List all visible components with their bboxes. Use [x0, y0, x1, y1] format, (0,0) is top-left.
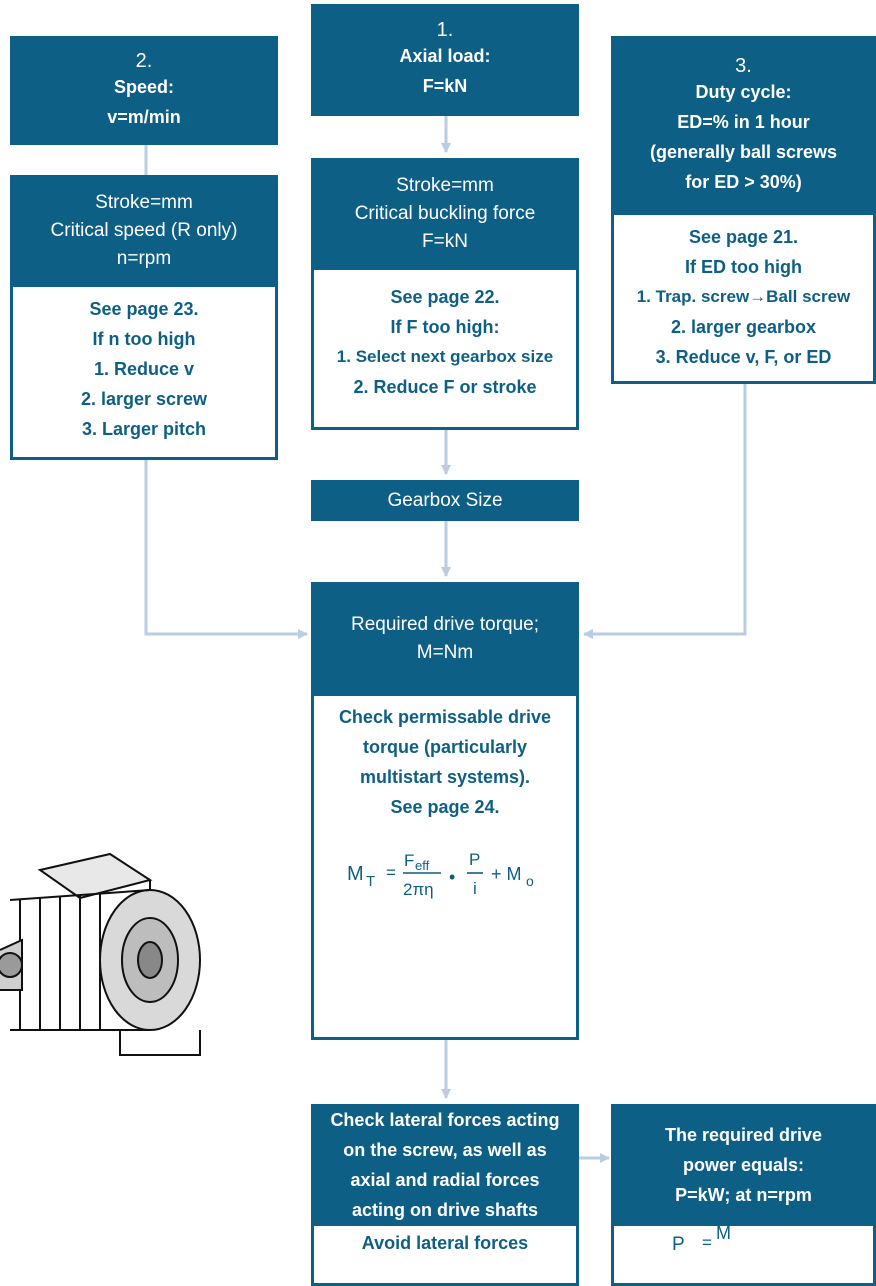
speed-box: 2. Speed: v=m/min — [10, 36, 278, 145]
formula-m: M — [347, 863, 364, 885]
axial-load-title: Axial load: — [399, 46, 491, 66]
duty-cycle-box: 3. Duty cycle: ED=% in 1 hour (generally… — [611, 36, 876, 215]
buckling-check-line: If F too high: — [390, 317, 500, 337]
arrow-duty-to-torque — [583, 384, 747, 639]
speed-value: v=m/min — [107, 106, 181, 127]
step-1-number: 1. — [436, 19, 454, 41]
duty-check-line: If ED too high — [685, 257, 802, 277]
power-formula-box: P = M — [611, 1226, 876, 1286]
axial-load-box: 1. Axial load: F=kN — [311, 4, 579, 116]
duty-cycle-line: ED=% in 1 hour — [677, 111, 810, 132]
formula-dot: • — [449, 867, 455, 887]
buckling-box: Stroke=mm Critical buckling force F=kN — [311, 158, 579, 270]
lateral-line: axial and radial forces — [350, 1170, 540, 1190]
step-2-number: 2. — [135, 49, 153, 72]
power-line: P=kW; at n=rpm — [675, 1185, 812, 1205]
lateral-line: Check lateral forces acting — [330, 1110, 560, 1130]
gearbox-size-box: Gearbox Size — [311, 480, 579, 521]
drive-torque-box: Required drive torque; M=Nm — [311, 582, 579, 696]
critical-check-line: See page 23. — [89, 299, 199, 319]
critical-check-line: 1. Reduce v — [93, 359, 195, 379]
power-formula-p: P — [672, 1234, 685, 1255]
critical-check-line: If n too high — [92, 329, 196, 349]
torque-line: Required drive torque; — [351, 614, 539, 635]
formula-p: P — [469, 850, 480, 869]
buckling-check-line: 2. Reduce F or stroke — [353, 377, 537, 397]
lateral-advice-box: Avoid lateral forces — [311, 1226, 579, 1286]
lateral-forces-box: Check lateral forces acting on the screw… — [311, 1104, 579, 1226]
critical-speed-line: Critical speed (R only) — [50, 220, 238, 241]
buckling-check-line: 1. Select next gearbox size — [336, 347, 554, 366]
formula-o-sub: o — [526, 873, 534, 889]
formula-2pi: 2πη — [403, 880, 434, 899]
duty-check-line: 1. Trap. screw→Ball screw — [636, 287, 851, 306]
torque-check-line: torque (particularly — [362, 737, 528, 757]
torque-check-line: See page 24. — [390, 797, 500, 817]
duty-check-line: See page 21. — [688, 227, 799, 247]
lateral-line: on the screw, as well as — [343, 1140, 547, 1160]
duty-check-line: 2. larger gearbox — [670, 317, 817, 337]
power-formula-eq: = — [702, 1233, 712, 1252]
formula-i: i — [473, 879, 477, 898]
formula-t-sub: T — [366, 873, 375, 890]
duty-cycle-line: for ED > 30%) — [685, 171, 802, 192]
buckling-check-line: See page 22. — [390, 287, 500, 307]
drive-power-box: The required drive power equals: P=kW; a… — [611, 1104, 876, 1226]
critical-speed-line: n=rpm — [116, 248, 172, 269]
lateral-advice-line: Avoid lateral forces — [361, 1233, 529, 1253]
torque-check-box: Check permissable drive torque (particul… — [311, 696, 579, 1040]
critical-check-line: 2. larger screw — [80, 389, 208, 409]
formula-f: F — [404, 851, 414, 870]
speed-title: Speed: — [113, 76, 174, 97]
torque-check-line: multistart systems). — [359, 767, 531, 787]
power-formula-m: M — [716, 1226, 731, 1243]
formula-eff: eff — [415, 858, 430, 873]
axial-load-value: F=kN — [422, 76, 468, 96]
motor-illustration — [0, 852, 201, 1056]
buckling-line: Stroke=mm — [396, 175, 494, 196]
duty-cycle-check-box: See page 21. If ED too high 1. Trap. scr… — [611, 215, 876, 384]
duty-check-line: 3. Reduce v, F, or ED — [655, 347, 832, 367]
critical-speed-check-box: See page 23. If n too high 1. Reduce v 2… — [10, 287, 278, 460]
gearbox-size-label: Gearbox Size — [387, 489, 503, 511]
step-3-number: 3. — [735, 54, 752, 77]
buckling-line: Critical buckling force — [354, 203, 536, 224]
duty-cycle-line: (generally ball screws — [649, 141, 838, 162]
buckling-check-box: See page 22. If F too high: 1. Select ne… — [311, 270, 579, 430]
torque-formula: M T = F eff 2πη • P i + M o — [347, 850, 534, 899]
formula-eq: = — [386, 863, 396, 882]
buckling-line: F=kN — [422, 231, 468, 252]
power-formula: P = M — [672, 1226, 731, 1255]
duty-cycle-line: Duty cycle: — [695, 81, 792, 102]
power-line: power equals: — [682, 1155, 805, 1175]
arrow-critical-to-torque — [144, 460, 308, 639]
torque-check-line: Check permissable drive — [338, 707, 552, 727]
critical-check-line: 3. Larger pitch — [81, 419, 207, 439]
torque-line: M=Nm — [416, 642, 474, 663]
critical-speed-line: Stroke=mm — [95, 192, 193, 213]
lateral-line: acting on drive shafts — [351, 1200, 539, 1220]
power-line: The required drive — [664, 1125, 823, 1145]
critical-speed-box: Stroke=mm Critical speed (R only) n=rpm — [10, 175, 278, 287]
formula-plus-m: + M — [491, 864, 522, 884]
